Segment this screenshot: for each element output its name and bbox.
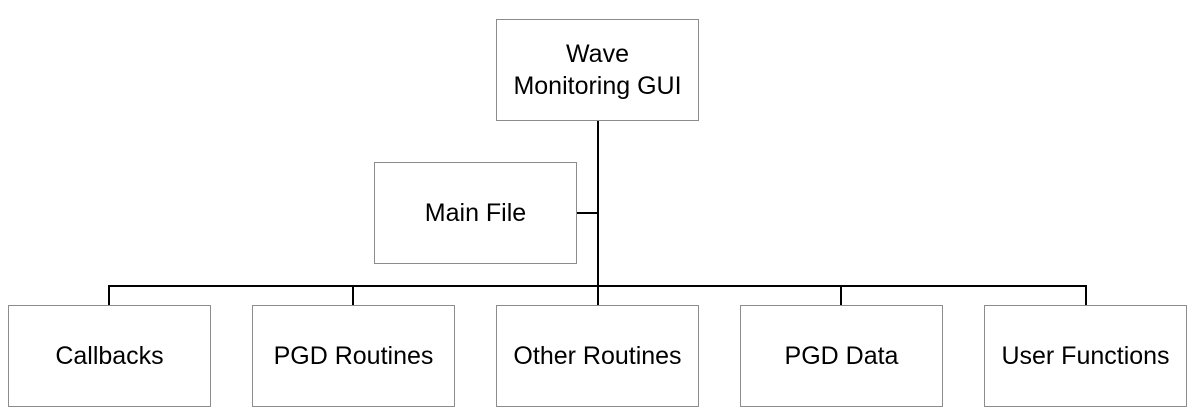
assistant-node-label: Main File (424, 198, 527, 227)
child-node-label: PGD Data (784, 341, 899, 370)
child-drop-connector (352, 285, 354, 305)
child-node-label: Callbacks (55, 341, 164, 370)
root-trunk-connector (597, 120, 599, 286)
child-node-label: User Functions (1001, 341, 1170, 370)
child-drop-connector (1085, 285, 1087, 305)
child-node-other-routines: Other Routines (496, 305, 699, 407)
child-node-label: Other Routines (513, 341, 682, 370)
root-node: Wave Monitoring GUI (496, 19, 699, 121)
child-drop-connector (840, 285, 842, 305)
root-node-label-line1: Wave (566, 39, 629, 68)
assistant-connector (576, 212, 598, 214)
child-node-pgd-routines: PGD Routines (252, 305, 455, 407)
assistant-node: Main File (374, 162, 577, 264)
child-node-pgd-data: PGD Data (740, 305, 943, 407)
child-node-label: PGD Routines (273, 341, 434, 370)
child-node-user-functions: User Functions (984, 305, 1187, 407)
child-node-callbacks: Callbacks (8, 305, 211, 407)
child-drop-connector (597, 285, 599, 305)
root-node-label-line2: Monitoring GUI (513, 72, 682, 100)
child-drop-connector (108, 285, 110, 305)
